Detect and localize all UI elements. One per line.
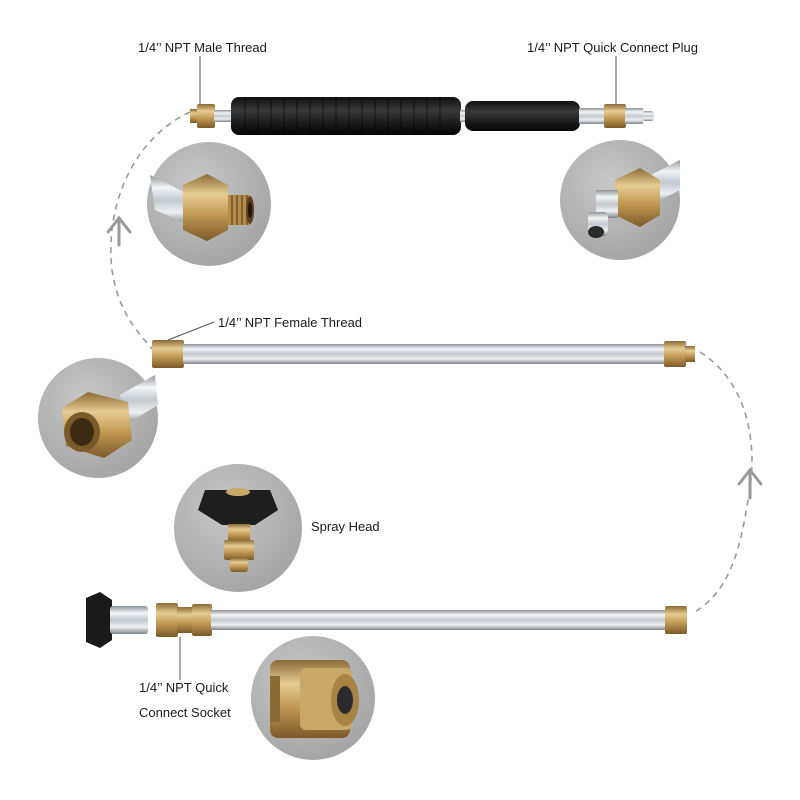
label-male-thread: 1/4’’ NPT Male Thread xyxy=(138,40,267,55)
label-quick-connect-socket-line1: 1/4’’ NPT Quick xyxy=(139,680,229,695)
label-quick-connect-plug: 1/4’’ NPT Quick Connect Plug xyxy=(527,40,699,55)
detail-circle-spray-head xyxy=(174,464,302,592)
up-arrow-icon xyxy=(737,467,763,500)
label-female-thread: 1/4’’ NPT Female Thread xyxy=(218,315,363,330)
label-spray-head: Spray Head xyxy=(311,519,380,534)
detail-circle-quick-connect-plug xyxy=(560,140,680,260)
dashed-path-left xyxy=(110,111,191,353)
extension-wand-middle xyxy=(152,340,695,368)
leader-line-female xyxy=(167,321,215,341)
dashed-path-right xyxy=(694,351,753,613)
detail-circle-quick-connect-socket xyxy=(251,636,375,760)
up-arrow-icon xyxy=(106,215,132,247)
extension-wand-bottom xyxy=(86,592,687,648)
detail-circle-female-thread xyxy=(38,358,158,478)
detail-circle-male-thread xyxy=(147,142,271,266)
extension-wand-top xyxy=(190,97,654,135)
label-quick-connect-socket-line2: Connect Socket xyxy=(139,705,231,720)
